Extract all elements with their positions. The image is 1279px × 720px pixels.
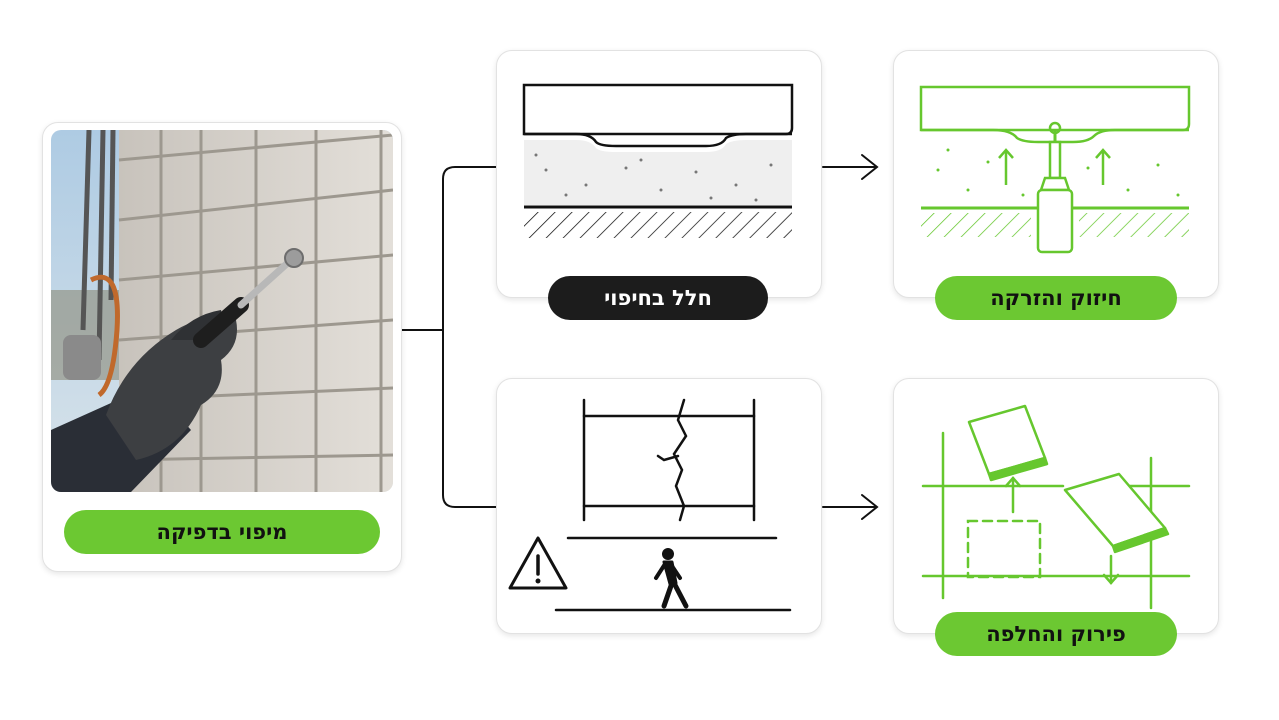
- remove-replace-label: פירוק והחלפה: [935, 612, 1177, 656]
- tile-replacement-icon: [921, 404, 1191, 610]
- tap-mapping-label: מיפוי בדפיקה: [64, 510, 380, 554]
- remove-replace-card: [893, 378, 1219, 634]
- inspection-photo: [51, 130, 393, 492]
- reinforce-inject-label: חיזוק והזרקה: [935, 276, 1177, 320]
- cracked-tile-hazard-icon: [508, 398, 792, 612]
- walking-person-icon: [654, 548, 689, 609]
- void-cross-section-icon: [522, 83, 794, 238]
- void-in-cladding-label: חלל בחיפוי: [548, 276, 768, 320]
- warning-triangle-icon: [508, 536, 568, 590]
- injection-cross-section-icon: [919, 85, 1191, 254]
